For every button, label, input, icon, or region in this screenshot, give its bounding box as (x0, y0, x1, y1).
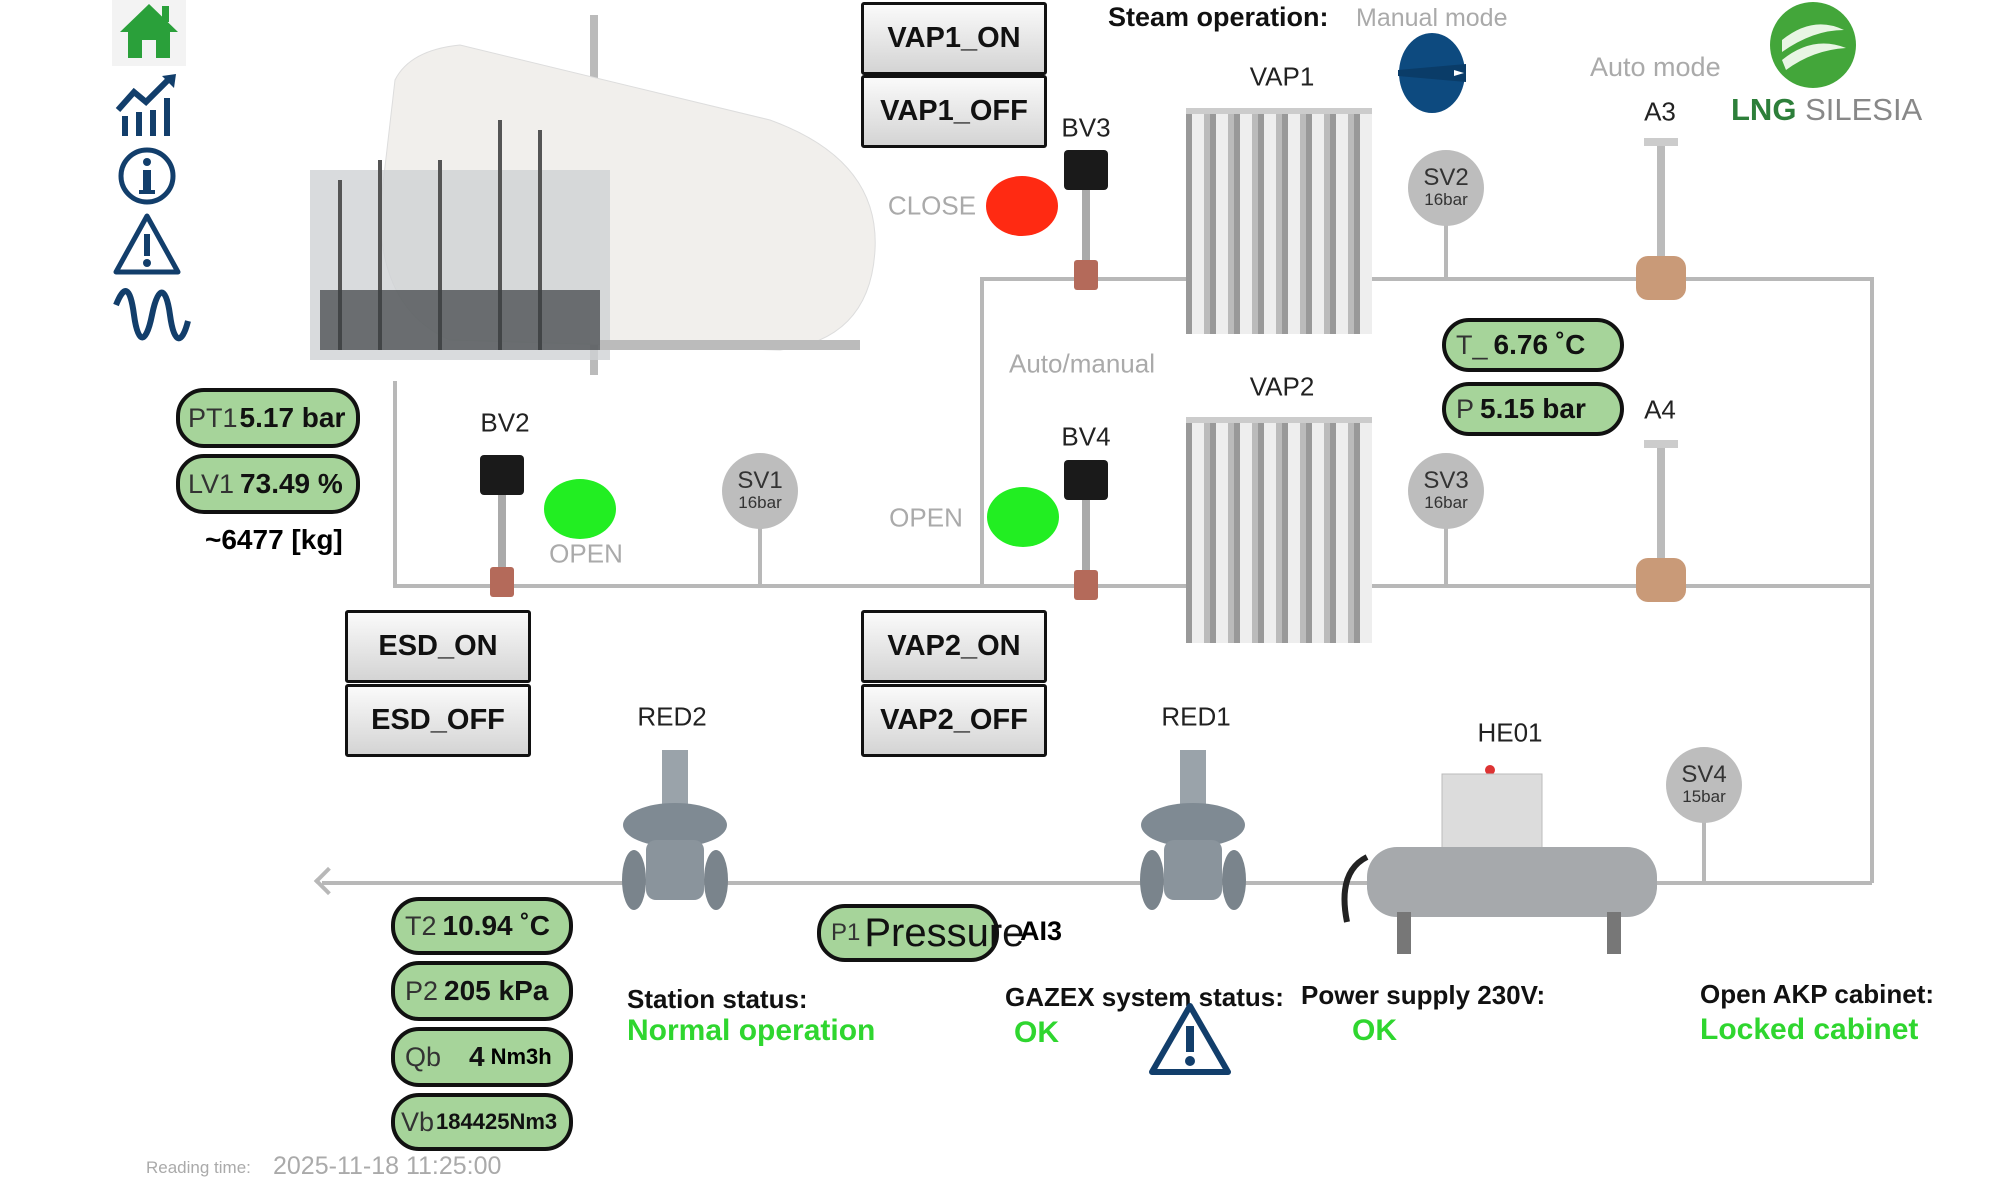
pipe (1444, 206, 1448, 279)
pipe (758, 510, 762, 586)
info-icon[interactable] (112, 143, 186, 209)
lng-silesia-logo (1768, 0, 1858, 90)
vap2-on-button[interactable]: VAP2_ON (861, 610, 1047, 683)
red2-label: RED2 (637, 701, 707, 732)
vap2-off-button[interactable]: VAP2_OFF (861, 684, 1047, 757)
pipe (1702, 805, 1706, 883)
vap1-on-button[interactable]: VAP1_ON (861, 2, 1047, 75)
reading-time-label: Reading time: (146, 1158, 251, 1177)
temperature-readout: T_6.76 ˚C (1442, 318, 1624, 372)
bv3-status-indicator (986, 176, 1058, 236)
bv2-status-indicator (544, 479, 616, 539)
warning-icon[interactable] (112, 212, 186, 278)
bv3-state-label: CLOSE (887, 190, 977, 221)
he01-label: HE01 (1477, 717, 1543, 748)
power-supply-value: OK (1352, 1014, 1397, 1047)
home-icon[interactable] (112, 0, 186, 66)
pipe (982, 277, 1872, 281)
logo-text: LNG SILESIA (1731, 92, 1923, 127)
bv4-state-label: OPEN (889, 502, 963, 533)
auto-mode-label: Auto mode (1590, 52, 1721, 82)
bv4-status-indicator (987, 487, 1059, 547)
station-status-value: Normal operation (627, 1014, 876, 1047)
vaporizer-vap1-image (1186, 108, 1372, 334)
power-supply-title: Power supply 230V: (1301, 980, 1546, 1010)
bv2-valve[interactable] (478, 455, 526, 600)
bv2-state-label: OPEN (549, 538, 623, 569)
a3-valve[interactable] (1632, 138, 1690, 303)
akp-cabinet-value: Locked cabinet (1700, 1013, 1919, 1046)
gazex-status-title: GAZEX system status: (1005, 982, 1284, 1012)
pipe (322, 881, 1872, 885)
esd-off-button[interactable]: ESD_OFF (345, 684, 531, 757)
flow-arrow-icon (313, 866, 343, 896)
vap2-label: VAP2 (1249, 371, 1315, 402)
pipe (980, 277, 984, 588)
vaporizer-vap2-image (1186, 417, 1372, 643)
pipe (1444, 510, 1448, 586)
pipe (393, 381, 397, 588)
vap1-off-button[interactable]: VAP1_OFF (861, 75, 1047, 148)
bv4-label: BV4 (1061, 421, 1111, 452)
mode-selector-knob[interactable] (1396, 30, 1468, 116)
signal-wave-icon[interactable] (112, 285, 191, 351)
red2-regulator-image (618, 750, 732, 918)
pipe (1870, 277, 1874, 883)
steam-operation-label: Steam operation: (1108, 2, 1329, 32)
pipe (395, 584, 1872, 588)
akp-cabinet-title: Open AKP cabinet: (1700, 979, 1935, 1009)
he01-heater-image (1327, 762, 1667, 957)
gazex-status-value: OK (1014, 1016, 1059, 1049)
trend-chart-icon[interactable] (112, 72, 186, 138)
p1-ai3-label: AI3 (1020, 916, 1063, 946)
bv3-valve[interactable] (1062, 150, 1110, 292)
esd-on-button[interactable]: ESD_ON (345, 610, 531, 683)
steam-mode-value: Manual mode (1356, 4, 1508, 32)
gazex-warning-icon[interactable] (1148, 1002, 1232, 1076)
reading-time-value: 2025-11-18 11:25:00 (273, 1152, 502, 1180)
bv4-valve[interactable] (1062, 460, 1110, 602)
tank-mass-readout: ~6477 [kg] (205, 524, 343, 555)
bv2-label: BV2 (480, 407, 530, 438)
station-status-title: Station status: (627, 984, 808, 1014)
red1-label: RED1 (1161, 701, 1231, 732)
lng-tank-image (300, 10, 885, 390)
red1-regulator-image (1136, 750, 1250, 918)
vap1-label: VAP1 (1249, 61, 1315, 92)
auto-manual-label: Auto/manual (1009, 348, 1155, 379)
a3-label: A3 (1644, 96, 1676, 127)
a4-label: A4 (1644, 394, 1676, 425)
bv3-label: BV3 (1061, 112, 1111, 143)
a4-valve[interactable] (1632, 440, 1690, 605)
